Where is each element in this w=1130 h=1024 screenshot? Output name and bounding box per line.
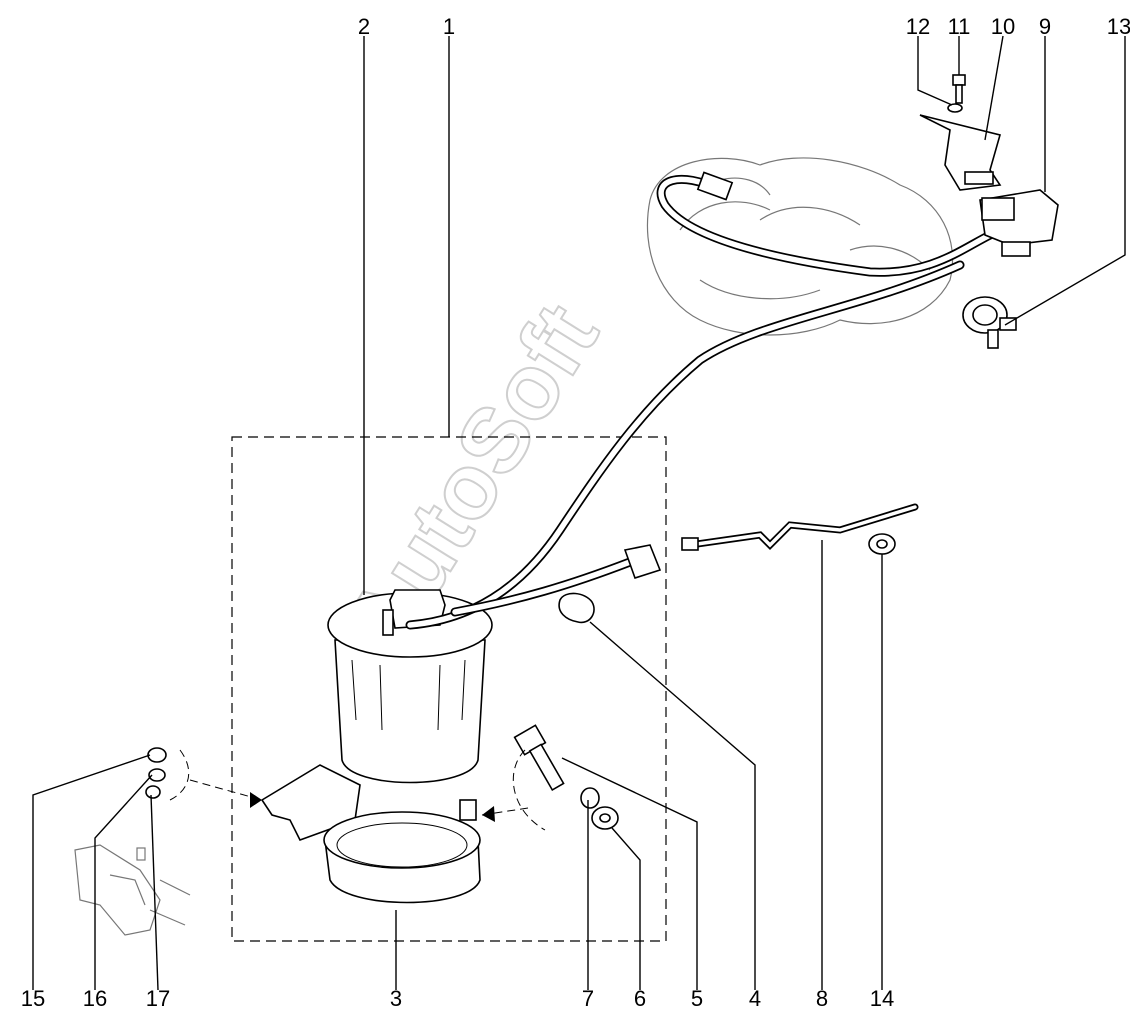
- rubber-grommet: [868, 533, 896, 555]
- bracket-washer: [947, 103, 963, 113]
- callout-14: 14: [870, 986, 894, 1011]
- callout-16: 16: [83, 986, 107, 1011]
- callout-9: 9: [1039, 14, 1051, 39]
- fuel-hose-return: [450, 544, 662, 617]
- hose-clamp: [962, 296, 1017, 349]
- callout-12: 12: [906, 14, 930, 39]
- spring-washer: [580, 787, 600, 809]
- hose-clip: [558, 592, 595, 624]
- callout-4: 4: [749, 986, 761, 1011]
- fuel-hose-main: [405, 260, 965, 630]
- callout-1: 1: [443, 14, 455, 39]
- fuel-hose-upper: [656, 171, 995, 277]
- filter-mounting-ring: [323, 799, 481, 904]
- callout-3: 3: [390, 986, 402, 1011]
- callout-7: 7: [582, 986, 594, 1011]
- callout-13: 13: [1107, 14, 1130, 39]
- fuel-filter-canister: [327, 589, 493, 784]
- callout-8: 8: [816, 986, 828, 1011]
- assembly-arrows: [169, 749, 546, 831]
- mounting-detail-outline: [74, 844, 191, 936]
- fuel-line-pipe: [681, 503, 919, 551]
- callout-labels: 1 2 3 4 5 6 7 8 9 10 11 12 13 14 15 16 1…: [21, 14, 1130, 1011]
- leader-lines: [32, 35, 1126, 991]
- callout-15: 15: [21, 986, 45, 1011]
- callout-2: 2: [358, 14, 370, 39]
- support-bracket-plate: [260, 764, 361, 841]
- callout-17: 17: [146, 986, 170, 1011]
- flat-washer: [591, 806, 619, 830]
- bracket-bolt: [952, 74, 966, 104]
- washer: [148, 768, 166, 782]
- mounting-bracket: [919, 114, 1002, 191]
- lock-washer: [145, 785, 161, 799]
- callout-6: 6: [634, 986, 646, 1011]
- callout-10: 10: [991, 14, 1015, 39]
- callout-11: 11: [948, 14, 971, 39]
- electrical-connector: [979, 189, 1059, 257]
- clamp-bolt: [513, 724, 565, 792]
- nut: [147, 747, 167, 763]
- callout-5: 5: [691, 986, 703, 1011]
